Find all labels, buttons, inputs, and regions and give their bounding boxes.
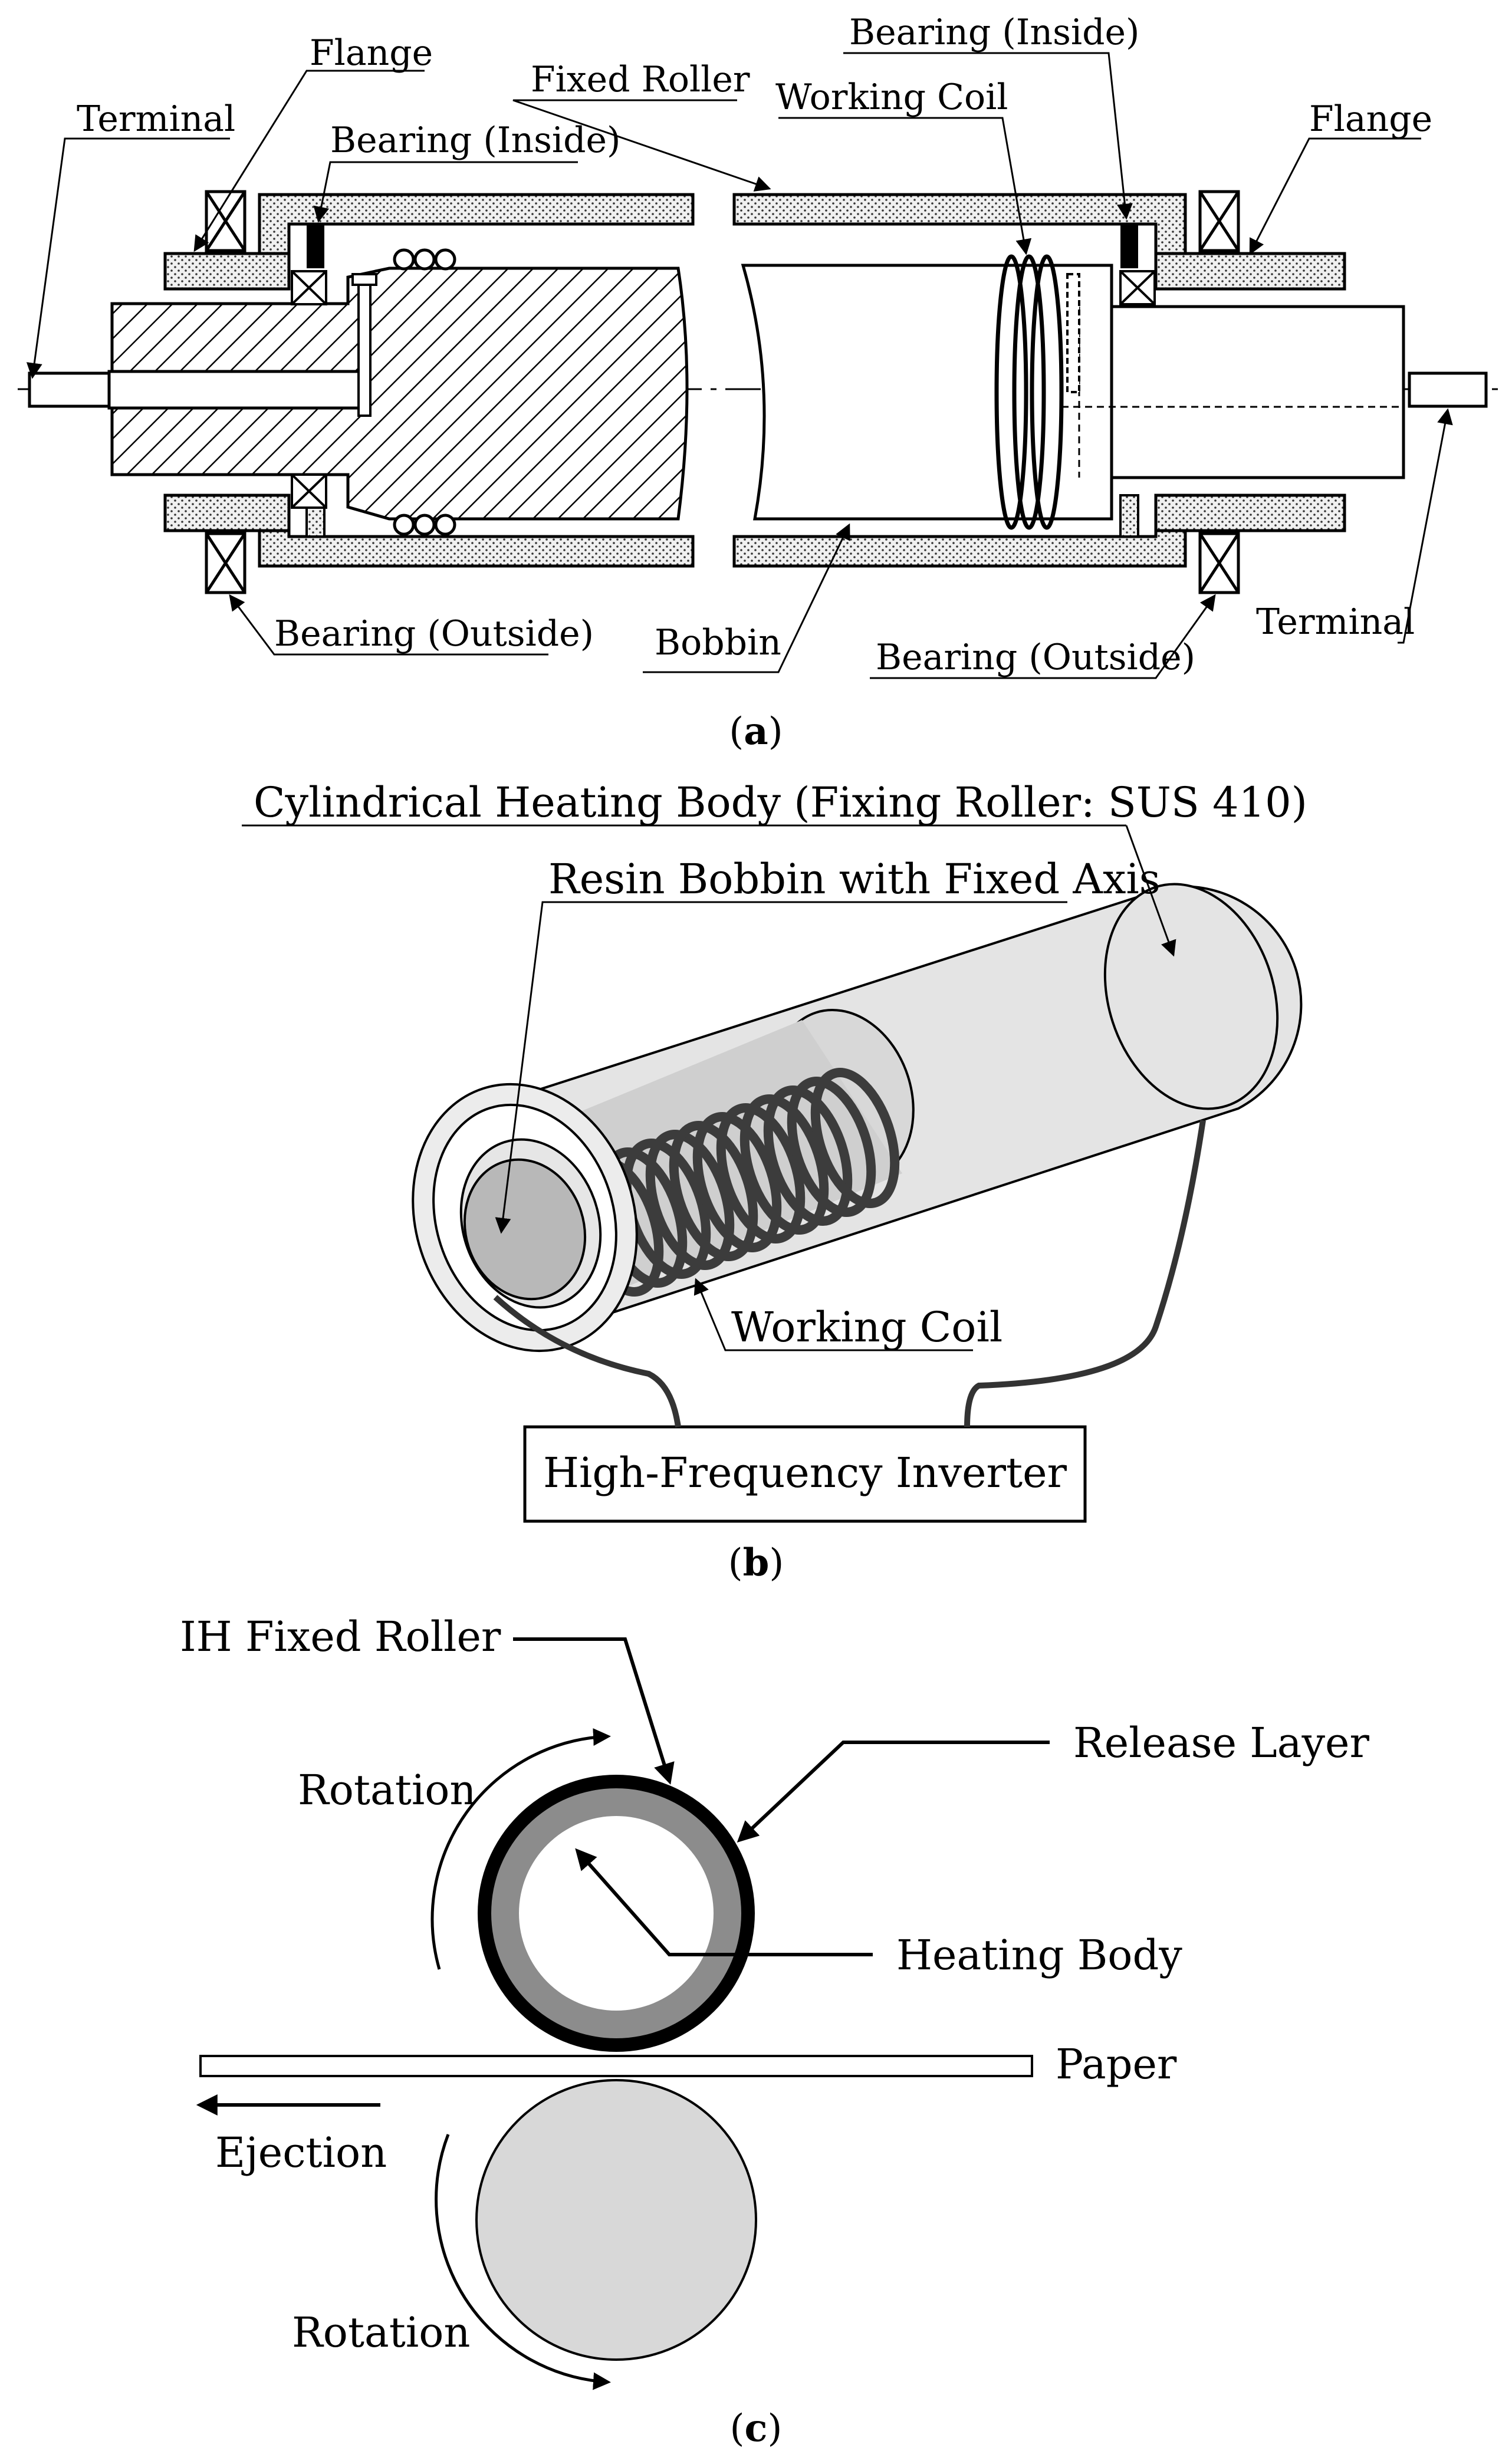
label-fixed-roller: Fixed Roller [531,59,750,100]
label-heating-body-b: Cylindrical Heating Body (Fixing Roller:… [254,778,1307,827]
label-rotation-bottom: Rotation [292,2308,470,2357]
fixed-roller-shell-top-right [732,193,1187,267]
seal-right-top [1120,224,1138,268]
label-rotation-top: Rotation [298,1766,476,1814]
label-working-coil-b: Working Coil [731,1303,1002,1351]
bearing-inside-right-top [1119,270,1156,305]
seal-right-bottom [1119,494,1139,538]
wire-right [964,1120,1206,1427]
panel-c-leaders [196,1637,1050,2116]
pin-right [1066,273,1080,393]
bearing-outside-left-bottom [205,532,246,594]
bearing-outside-right-bottom [1198,532,1240,594]
wire-left [493,1295,681,1427]
label-heating-body-c: Heating Body [896,1931,1182,1979]
inverter-box [523,1425,1087,1523]
roller-core [519,1816,714,2011]
label-bearing-inside-right: Bearing (Inside) [849,12,1139,53]
label-paper: Paper [1056,2040,1177,2088]
label-ejection: Ejection [215,2129,387,2177]
pin-left [357,273,372,417]
panel-b-leaders [242,824,1176,1351]
seal-left-top [307,224,324,268]
fixed-roller-shell-top-left [258,193,695,267]
terminal-left-shaft [28,371,114,408]
bearing-inside-left-top [291,270,327,305]
label-flange-left: Flange [310,32,433,74]
caption-c: (c) [730,2406,783,2450]
label-ih-fixed-roller: IH Fixed Roller [180,1613,501,1661]
left-core-hatched [110,267,689,521]
resin-bobbin-axis [463,1158,587,1301]
label-terminal-right: Terminal [1256,601,1415,643]
label-flange-right: Flange [1309,98,1432,140]
working-coil-loops [994,254,1064,530]
caption-b: (b) [728,1541,784,1585]
label-working-coil-a: Working Coil [775,77,1008,118]
rotation-arrow-top [430,1728,611,1970]
caption-a: (a) [729,709,783,754]
bearing-outside-right-top [1198,190,1240,252]
heating-body-far-end [1103,883,1279,1110]
paper-sheet [199,2055,1033,2077]
flange-right-bottom [1154,494,1346,532]
rotation-arrow-bottom [435,2134,611,2390]
panel-c: IH Fixed Roller Release Layer Rotation H… [180,1613,1369,2450]
label-bobbin: Bobbin [655,622,781,663]
label-terminal-left: Terminal [77,98,235,140]
pin-left-head [351,273,377,286]
flange-right-top [1154,252,1346,291]
label-release-layer: Release Layer [1073,1719,1369,1767]
terminal-right-shaft [1408,371,1488,408]
panel-a-leaders [26,52,1453,679]
working-coil-spiral [574,1068,900,1297]
bearing-inside-left-bottom [291,473,327,509]
pressure-roller [475,2079,757,2361]
flange-left-top [163,252,291,291]
label-bearing-inside-left: Bearing (Inside) [330,120,620,161]
panel-b: High-Frequency Inverter Cylindrical Heat… [242,778,1307,1585]
panel-a: Terminal Flange Bearing (Inside) Fixed R… [18,12,1498,754]
inverter-label: High-Frequency Inverter [543,1449,1067,1497]
coil-loops-left-top [393,248,456,271]
label-bearing-outside-right: Bearing (Outside) [876,637,1195,678]
label-resin-bobbin: Resin Bobbin with Fixed Axis [548,855,1161,903]
label-bearing-outside-left: Bearing (Outside) [274,613,594,654]
bobbin-body [741,264,1113,521]
coil-loops-left-bottom [393,514,456,536]
bobbin-end-cap [1110,305,1405,479]
flange-left-bottom [163,494,291,532]
inner-shaft-left [107,370,364,410]
